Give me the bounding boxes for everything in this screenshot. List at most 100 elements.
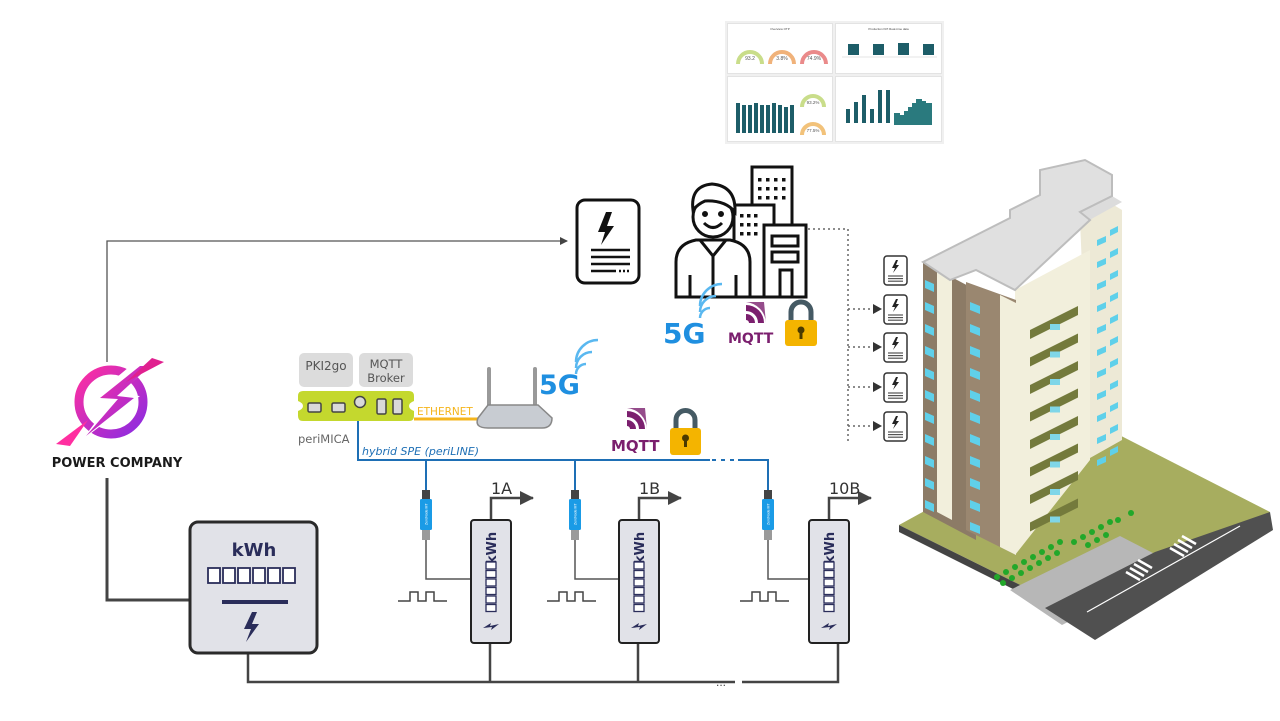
shrub xyxy=(1085,542,1091,548)
shrub xyxy=(1003,569,1009,575)
dashboard-panel-oee: 93.2% 77.5% xyxy=(727,76,833,142)
distribution-bus-line-end xyxy=(742,643,840,684)
meter-digit xyxy=(485,595,497,604)
logo-ring xyxy=(74,365,148,439)
oee-bar xyxy=(778,105,782,133)
mqtt-label: MQTT xyxy=(728,331,774,347)
shrub xyxy=(1027,565,1033,571)
meter-digits xyxy=(207,567,296,584)
meter-digit xyxy=(207,567,221,584)
oee-bar xyxy=(766,105,770,133)
ethernet-label: ETHERNET xyxy=(417,406,473,418)
tenant-invoice-icon xyxy=(883,294,908,325)
pulse-wire xyxy=(425,540,471,580)
tenant-invoice-icon xyxy=(883,372,908,403)
arrow-head xyxy=(873,382,882,392)
shrub xyxy=(1080,534,1086,540)
tenant-invoice-icon xyxy=(883,255,908,286)
shrub xyxy=(1057,539,1063,545)
dashboard-panel-title: Production KPI Real-time data xyxy=(868,27,909,31)
sub-meter-1a: ZeroNode MT 1A kWh xyxy=(398,479,534,644)
meter-divider xyxy=(222,600,288,604)
router-5g-label: 5G xyxy=(539,370,580,401)
shrub xyxy=(1039,549,1045,555)
balcony xyxy=(1030,471,1078,504)
router-icon xyxy=(476,367,553,429)
dashboard-panel-production: Production KPI Real-time data xyxy=(835,23,942,74)
billing-connection-line xyxy=(106,237,568,362)
consumption-chart xyxy=(846,90,932,125)
meter-digit xyxy=(633,578,645,587)
arrow-head xyxy=(873,304,882,314)
meter-digit xyxy=(267,567,281,584)
output-arrow xyxy=(827,491,872,520)
balcony xyxy=(1030,416,1078,449)
shrub xyxy=(994,574,1000,580)
sensor-label: ZeroNode MT xyxy=(425,503,429,525)
tenant-invoice-icon xyxy=(883,411,908,442)
supply-line xyxy=(105,478,190,602)
main-energy-meter: kWh xyxy=(188,520,319,655)
bar xyxy=(854,102,858,123)
shrub xyxy=(1012,564,1018,570)
oee-bar xyxy=(772,103,776,133)
meter-digit xyxy=(237,567,251,584)
output-arrow xyxy=(637,491,682,520)
perimica-gateway xyxy=(298,391,414,421)
shrub xyxy=(1103,532,1109,538)
gauge-1 xyxy=(736,50,764,65)
mqtt-broker-box xyxy=(359,353,413,387)
meter-digit xyxy=(633,595,645,604)
balcony xyxy=(1030,306,1078,339)
oee-bar xyxy=(784,107,788,133)
bar xyxy=(862,95,866,123)
meter-unit: kWh xyxy=(823,532,838,564)
pulse-signal-icon xyxy=(398,591,447,602)
spe-bus-line xyxy=(357,421,710,461)
tenant-invoice-list xyxy=(883,255,908,442)
mqtt-icon xyxy=(746,302,766,323)
meter-digit xyxy=(633,561,645,570)
tenant-invoice-icon xyxy=(883,332,908,363)
meter-digit xyxy=(823,603,835,613)
sensor-label: ZeroNode MT xyxy=(574,503,578,525)
bar xyxy=(886,90,890,123)
mqtt-broker-label-1: MQTT xyxy=(370,357,404,371)
meter-digit xyxy=(485,578,497,587)
meter-unit: kWh xyxy=(633,532,648,564)
bar xyxy=(878,90,882,123)
road xyxy=(1045,512,1273,640)
oee-bar xyxy=(790,105,794,133)
meter-digit xyxy=(485,569,497,579)
bar xyxy=(846,109,850,123)
balcony xyxy=(1030,498,1078,532)
dashboard-panel-consumption xyxy=(835,76,942,142)
main-meter-unit: kWh xyxy=(232,540,277,561)
lightning-bolt-icon xyxy=(86,366,150,436)
kpi-tile xyxy=(923,44,934,55)
dashboard-panel-title: Overview OTP xyxy=(770,27,790,31)
mqtt-broker-label-2: Broker xyxy=(367,371,405,385)
oee-chart: 93.2% 77.5% xyxy=(736,94,826,136)
gauge-oee-2 xyxy=(800,122,826,136)
kpi-tile xyxy=(848,44,859,55)
shrub xyxy=(1128,510,1134,516)
oee-bar xyxy=(760,105,764,133)
balcony xyxy=(1030,388,1078,422)
kpi-tiles xyxy=(842,43,937,58)
zeronode-sensor: ZeroNode MT xyxy=(569,490,581,540)
meter-digit xyxy=(823,561,835,570)
cloud-connection-badges: 5G MQTT xyxy=(663,282,817,350)
lightning-icon xyxy=(821,623,837,630)
meter-digit xyxy=(282,567,296,584)
balcony xyxy=(1030,333,1078,367)
pulse-signal-icon xyxy=(740,591,789,602)
dashboard-panel-overview: Overview OTP 93.2 3.8% 74.9% xyxy=(727,23,833,74)
gauge-oee-2-value: 77.5% xyxy=(807,128,820,133)
shrub xyxy=(1021,559,1027,565)
sub-meter-id: 1A xyxy=(491,479,512,498)
meter-unit: kWh xyxy=(485,532,500,564)
meter-digit xyxy=(823,586,835,596)
